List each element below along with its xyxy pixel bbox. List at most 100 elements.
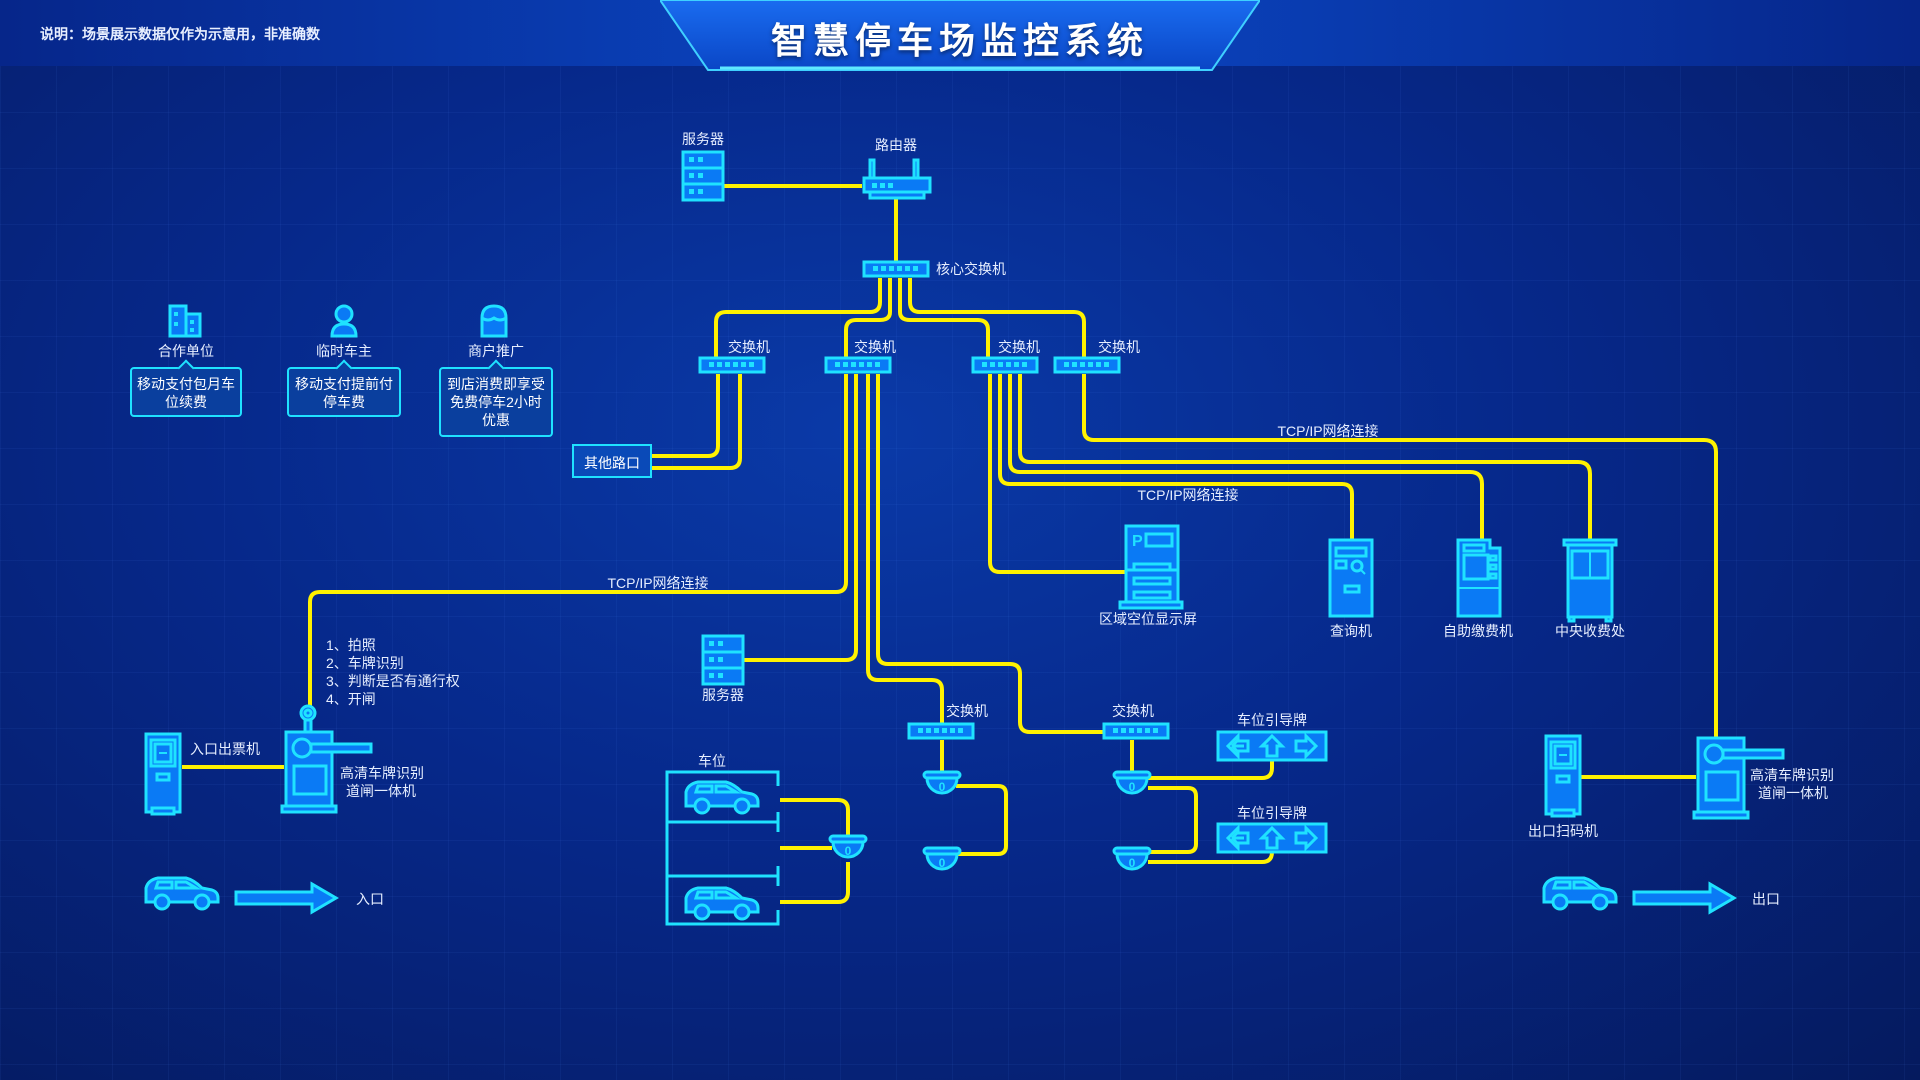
wire-switch4-exit-gate [1082, 374, 1718, 740]
disclaimer-note: 说明：场景展示数据仅作为示意用，非准确数 [40, 26, 320, 42]
exit-label: 出口 [1752, 891, 1780, 907]
merchant-desc-box: 到店消费即享受免费停车2小时优惠 [439, 367, 553, 437]
exit-scanner-label: 出口扫码机 [1528, 823, 1598, 839]
wire-switch3-selfpay [1008, 374, 1484, 540]
entry-gate[interactable]: 高清车牌识别 道闸一体机 [280, 704, 424, 814]
switch-4[interactable]: 交换机 [1053, 339, 1140, 374]
process-steps: 1、拍照 2、车牌识别 3、判断是否有通行权 4、开闸 [326, 637, 460, 707]
wire-core-switch1 [714, 278, 882, 358]
parking-space-label: 车位 [698, 753, 726, 769]
server-top[interactable]: 服务器 [681, 131, 725, 202]
server-mid-label: 服务器 [702, 687, 744, 703]
self-payment-machine[interactable]: 自助缴费机 [1443, 538, 1513, 639]
switch-b[interactable]: 交换机 [1102, 703, 1170, 740]
core-switch-label: 核心交换机 [936, 261, 1006, 277]
process-step-4: 4、开闸 [326, 691, 376, 707]
wire-switch3-central [1018, 374, 1592, 540]
guide-sign-1-label: 车位引导牌 [1237, 712, 1307, 728]
camera-parking[interactable] [828, 834, 868, 860]
entrance-flow: 入口 [144, 876, 384, 915]
wire-switch2-server [744, 374, 858, 662]
switch-2[interactable]: 交换机 [824, 339, 896, 374]
guide-sign-1[interactable]: 车位引导牌 [1216, 712, 1328, 762]
wire-camA1-camA2 [956, 784, 1008, 856]
central-toll-booth[interactable]: 中央收费处 [1555, 538, 1625, 639]
user-label-partner: 合作单位 [158, 343, 214, 359]
switch-3-label: 交换机 [998, 339, 1040, 355]
wire-switch2-switchA [866, 374, 944, 724]
self-payment-label: 自助缴费机 [1443, 623, 1513, 639]
camera-a1[interactable] [922, 770, 962, 796]
exit-gate[interactable]: 高清车牌识别 道闸一体机 [1692, 736, 1834, 820]
user-label-merchant: 商户推广 [468, 343, 524, 359]
shop-icon [480, 304, 508, 338]
exit-gate-label-2: 道闸一体机 [1758, 785, 1828, 801]
exit-flow: 出口 [1542, 876, 1780, 915]
switch-1[interactable]: 交换机 [698, 339, 770, 374]
wire-core-switch3 [898, 278, 990, 358]
router-label: 路由器 [875, 137, 917, 153]
entry-gate-label-2: 道闸一体机 [346, 783, 416, 799]
user-label-temp-owner: 临时车主 [316, 343, 372, 359]
exit-arrow-icon [1632, 881, 1737, 915]
tcpip-label-middle: TCP/IP网络连接 [1137, 487, 1238, 503]
wire-camB1-guide1 [1148, 760, 1274, 780]
wire-camB1-camB2 [1148, 786, 1198, 854]
guide-sign-2[interactable]: 车位引导牌 [1216, 805, 1328, 854]
wire-switch3-query [998, 374, 1354, 540]
entrance-car-icon [144, 876, 220, 911]
title-plate [660, 0, 1260, 71]
central-toll-label: 中央收费处 [1555, 623, 1625, 639]
guide-sign-2-label: 车位引导牌 [1237, 805, 1307, 821]
wire-switch1-other-b [652, 374, 742, 470]
entrance-arrow-icon [234, 881, 339, 915]
camera-b1[interactable] [1112, 770, 1152, 796]
partner-desc: 移动支付包月车位续费 [137, 376, 235, 410]
camera-a2[interactable] [922, 846, 962, 872]
switch-a[interactable]: 交换机 [907, 703, 988, 740]
svg-text:P: P [1132, 533, 1143, 550]
switch-4-label: 交换机 [1098, 339, 1140, 355]
merchant-desc: 到店消费即享受免费停车2小时优惠 [447, 376, 545, 428]
query-machine-label: 查询机 [1330, 623, 1372, 639]
server-top-label: 服务器 [682, 131, 724, 147]
process-step-1: 1、拍照 [326, 637, 376, 653]
entry-ticket-label: 入口出票机 [190, 741, 260, 757]
temp-owner-desc: 移动支付提前付停车费 [295, 376, 393, 410]
area-display[interactable]: P 区域空位显示屏 [1099, 524, 1197, 627]
core-switch[interactable]: 核心交换机 [862, 260, 1006, 278]
switch-3[interactable]: 交换机 [971, 339, 1040, 374]
entry-gate-label-1: 高清车牌识别 [340, 765, 424, 781]
router[interactable]: 路由器 [862, 137, 932, 200]
parked-car-1 [684, 780, 760, 815]
entrance-label: 入口 [356, 891, 384, 907]
wire-space3-cam [780, 862, 850, 904]
parked-car-2 [684, 886, 760, 921]
switch-1-label: 交换机 [728, 339, 770, 355]
entry-ticket-machine[interactable]: 入口出票机 [144, 732, 260, 816]
exit-scanner[interactable]: 出口扫码机 [1528, 734, 1598, 839]
wire-core-switch4 [908, 278, 1086, 358]
process-step-2: 2、车牌识别 [326, 655, 404, 671]
server-mid[interactable]: 服务器 [701, 634, 745, 703]
wire-camB2-guide2 [1148, 851, 1274, 864]
wire-switch1-other-a [652, 374, 720, 458]
wire-switch3-display [988, 374, 1128, 574]
parking-spaces: 车位 [665, 753, 780, 926]
building-icon [168, 304, 202, 338]
partner-desc-box: 移动支付包月车位续费 [130, 367, 242, 417]
camera-b2[interactable] [1112, 846, 1152, 872]
exit-gate-label-1: 高清车牌识别 [1750, 767, 1834, 783]
other-intersection-box[interactable]: 其他路口 [572, 444, 652, 478]
tcpip-label-right: TCP/IP网络连接 [1277, 423, 1378, 439]
router-antenna-left [868, 158, 876, 180]
wires [182, 184, 1718, 904]
person-icon [330, 304, 358, 338]
query-machine[interactable]: 查询机 [1328, 538, 1374, 639]
wire-core-switch2 [844, 278, 892, 358]
wire-switch2-switchB [876, 374, 1104, 734]
exit-car-icon [1542, 876, 1618, 911]
switch-2-label: 交换机 [854, 339, 896, 355]
tcpip-label-left: TCP/IP网络连接 [607, 575, 708, 591]
